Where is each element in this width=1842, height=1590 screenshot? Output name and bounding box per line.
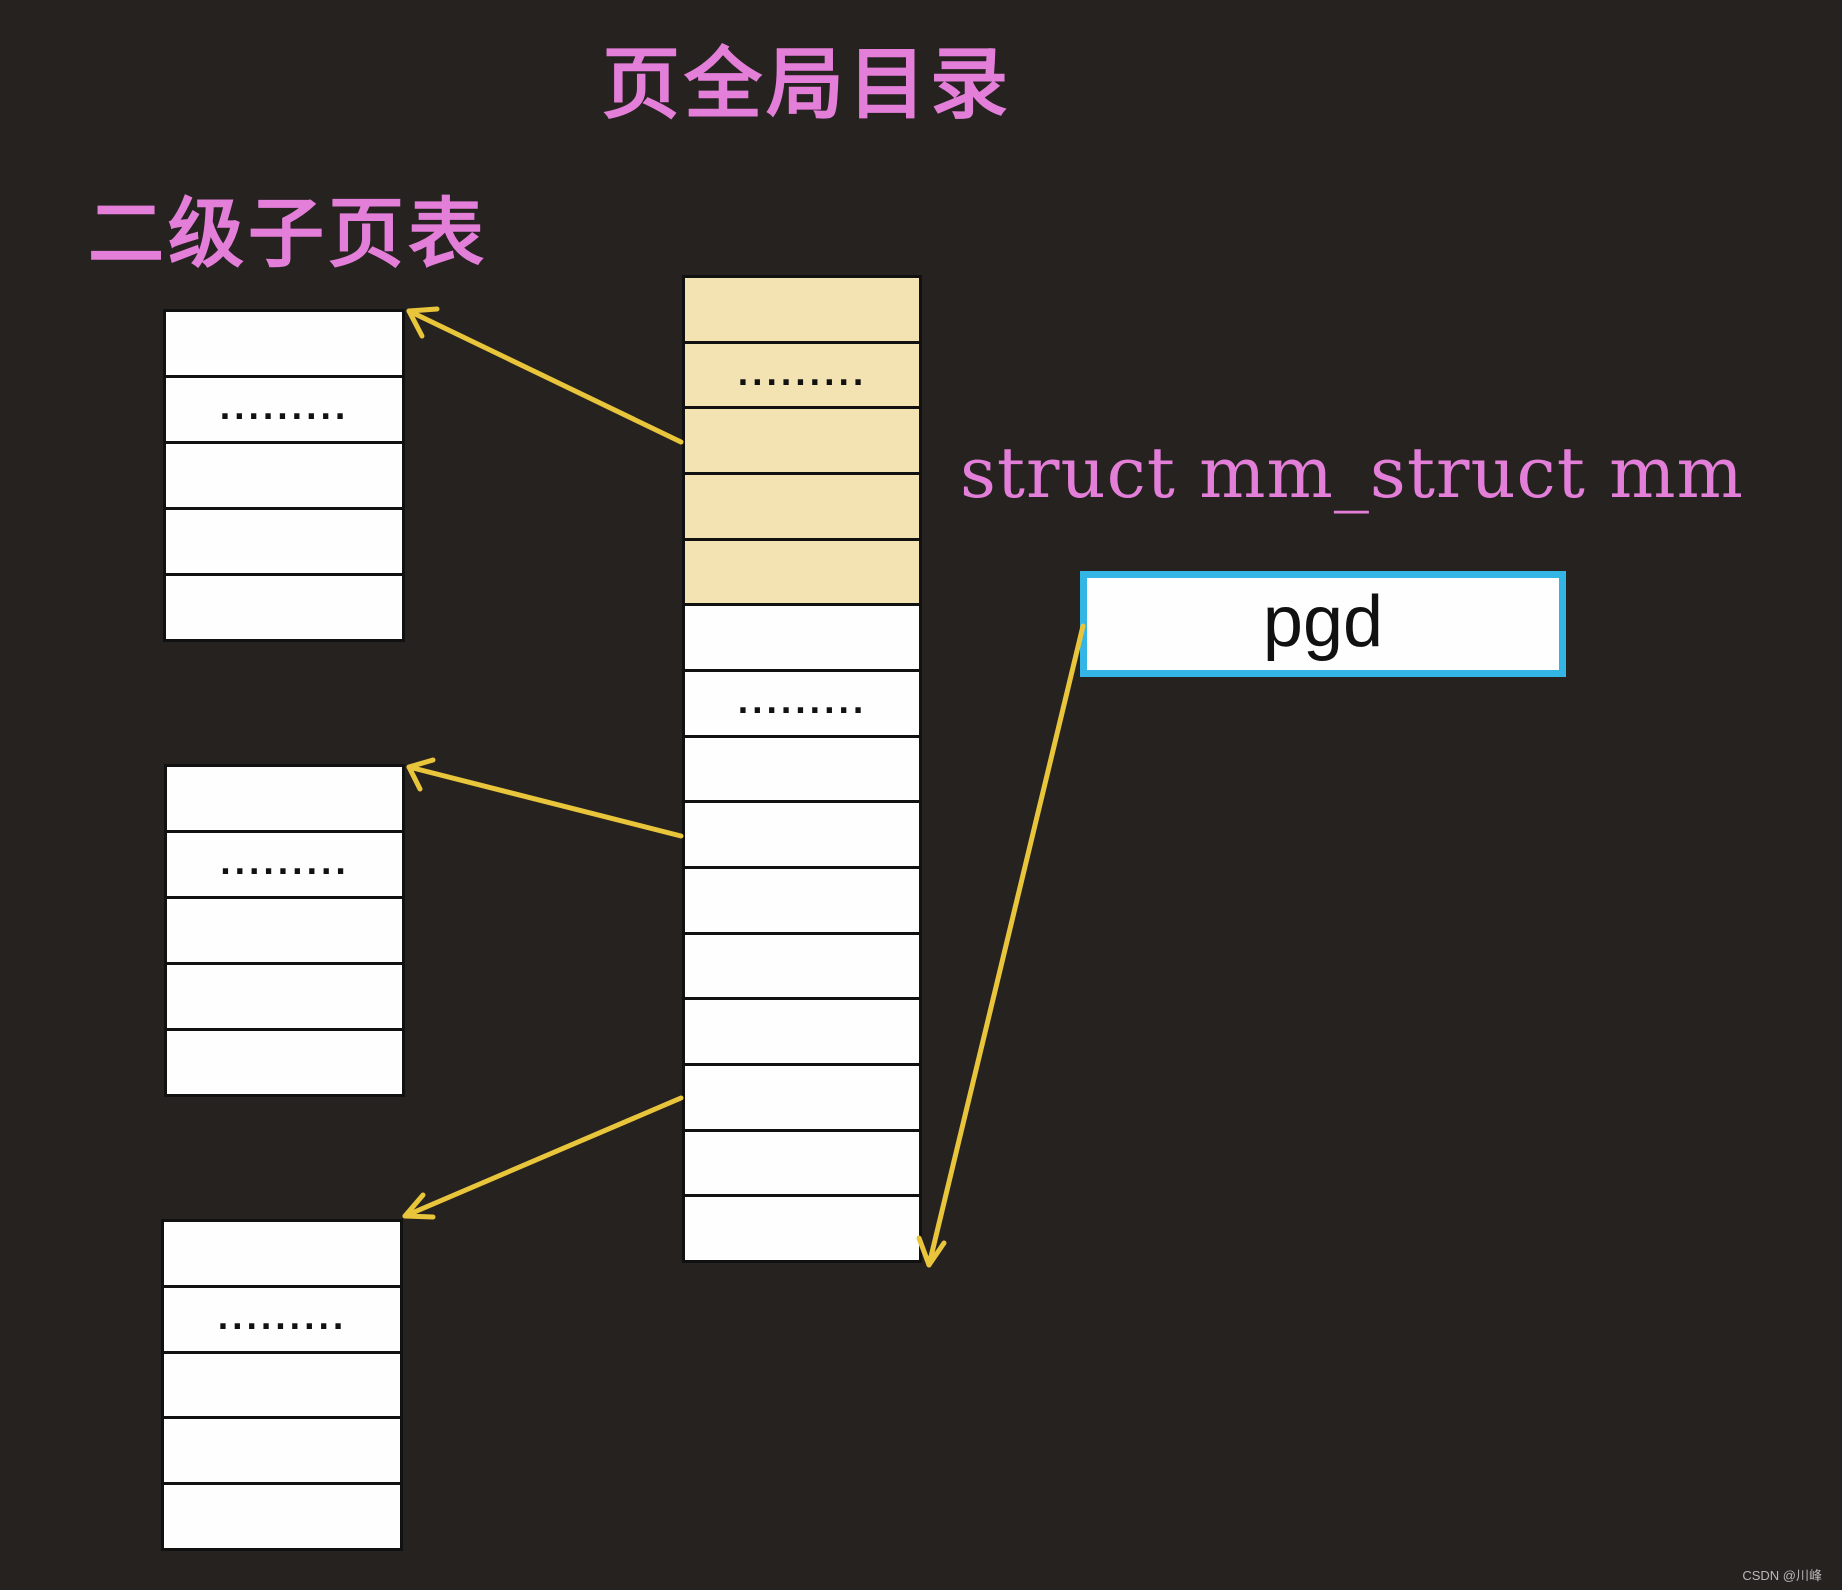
directory-entry-cell [685, 1066, 919, 1132]
arrow-to-sub-table-2 [406, 764, 684, 839]
mm-struct-declaration: struct mm_struct mm [960, 432, 1744, 514]
page-global-directory-title: 页全局目录 [602, 39, 1013, 130]
second-level-page-table-3: ......... [161, 1219, 403, 1551]
arrow-to-sub-table-1 [406, 308, 684, 445]
page-global-directory-table: .................. [682, 275, 922, 1263]
arrow-pgd-to-directory [926, 623, 1086, 1268]
watermark: CSDN @川峰 [1742, 1568, 1822, 1583]
arrow-head-pgd-to-directory [916, 1235, 947, 1268]
arrow-head-sub-table-2 [406, 757, 436, 792]
sub-table-entry-cell [164, 1354, 400, 1420]
second-level-page-table-title: 二级子页表 [88, 189, 488, 278]
directory-entry-cell [685, 475, 919, 541]
directory-entry-cell [685, 935, 919, 1001]
directory-entry-cell [685, 606, 919, 673]
directory-entry-cell [685, 738, 919, 804]
second-level-page-table-2: ......... [164, 764, 405, 1097]
directory-entry-cell [685, 869, 919, 935]
sub-table-entry-cell [164, 1419, 400, 1486]
directory-entry-cell: ......... [685, 672, 919, 738]
directory-entry-cell [685, 409, 919, 476]
sub-table-entry-cell [164, 1222, 400, 1288]
sub-table-entry-cell [166, 444, 402, 510]
pgd-label: pgd [1262, 582, 1384, 662]
sub-table-entry-cell [167, 899, 402, 965]
sub-table-entry-cell: ......... [164, 1288, 400, 1354]
arrow-head-sub-table-1 [406, 306, 440, 339]
directory-entry-cell: ......... [685, 343, 919, 410]
sub-table-entry-cell [167, 767, 402, 833]
directory-entry-cell [685, 278, 919, 344]
second-level-page-table-1: ......... [163, 309, 405, 642]
sub-table-entry-cell: ......... [166, 378, 402, 444]
directory-entry-cell [685, 1132, 919, 1198]
sub-table-entry-cell [166, 312, 402, 378]
sub-table-entry-cell [166, 510, 402, 576]
arrow-head-sub-table-3 [402, 1192, 436, 1220]
directory-entry-cell [685, 803, 919, 870]
arrow-to-sub-table-3 [402, 1095, 684, 1219]
directory-entry-cell [685, 1000, 919, 1067]
sub-table-entry-cell [167, 965, 402, 1031]
sub-table-entry-cell: ......... [167, 833, 402, 899]
directory-entry-cell [685, 540, 919, 607]
pgd-field: pgd [1080, 571, 1566, 677]
